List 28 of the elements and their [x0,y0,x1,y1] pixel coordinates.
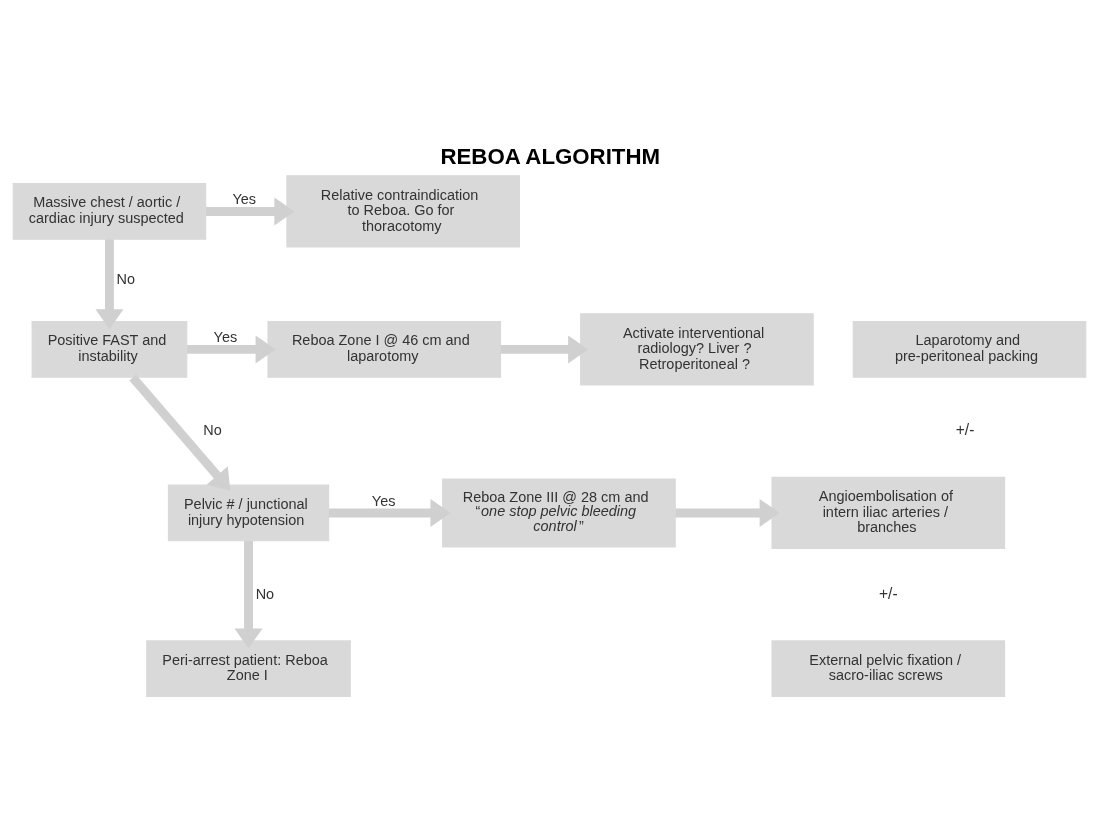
edge-label: No [116,270,136,287]
node-box: Pelvic # / junctional injury hypotension [167,484,330,541]
node-box: Activate interventional radiology? Liver ? Retroperitoneal ? [580,312,814,386]
label: +/- [955,420,975,438]
edge-label: Yes [232,190,257,207]
arrow [129,374,231,491]
arrow [234,540,263,648]
node-box: Angioembolisation of intern iliac arteries / branches [771,476,1006,549]
arrow [206,196,295,225]
arrow [95,238,124,329]
edge-label: Yes [371,492,396,509]
node-box: External pelvic fixation / sacro-iliac screws [771,639,1006,697]
arrow [675,498,780,527]
node-box: Laparotomy and pre-peritoneal packing [852,320,1087,378]
edge-label: Yes [213,328,238,345]
node-box: Reboa Zone III @ 28 cm and “one stop pelvic bleeding control” [442,477,676,547]
node-box: Peri-arrest patient: Reboa Zone I [146,639,351,697]
arrow [500,334,589,363]
arrow [187,334,276,363]
node-box: Reboa Zone I @ 46 cm and laparotomy [267,320,502,378]
node-box: Positive FAST and instability [31,320,188,378]
edge-label: No [203,421,222,438]
edge-label: No [255,585,275,602]
node-box: Massive chest / aortic / cardiac injury suspected [12,182,207,240]
node-box: Relative contraindication to Reboa. Go for thoracotomy [286,174,520,248]
diagram-title: REBOA ALGORITHM [440,143,661,169]
arrow [328,498,451,527]
label: +/- [879,584,898,602]
